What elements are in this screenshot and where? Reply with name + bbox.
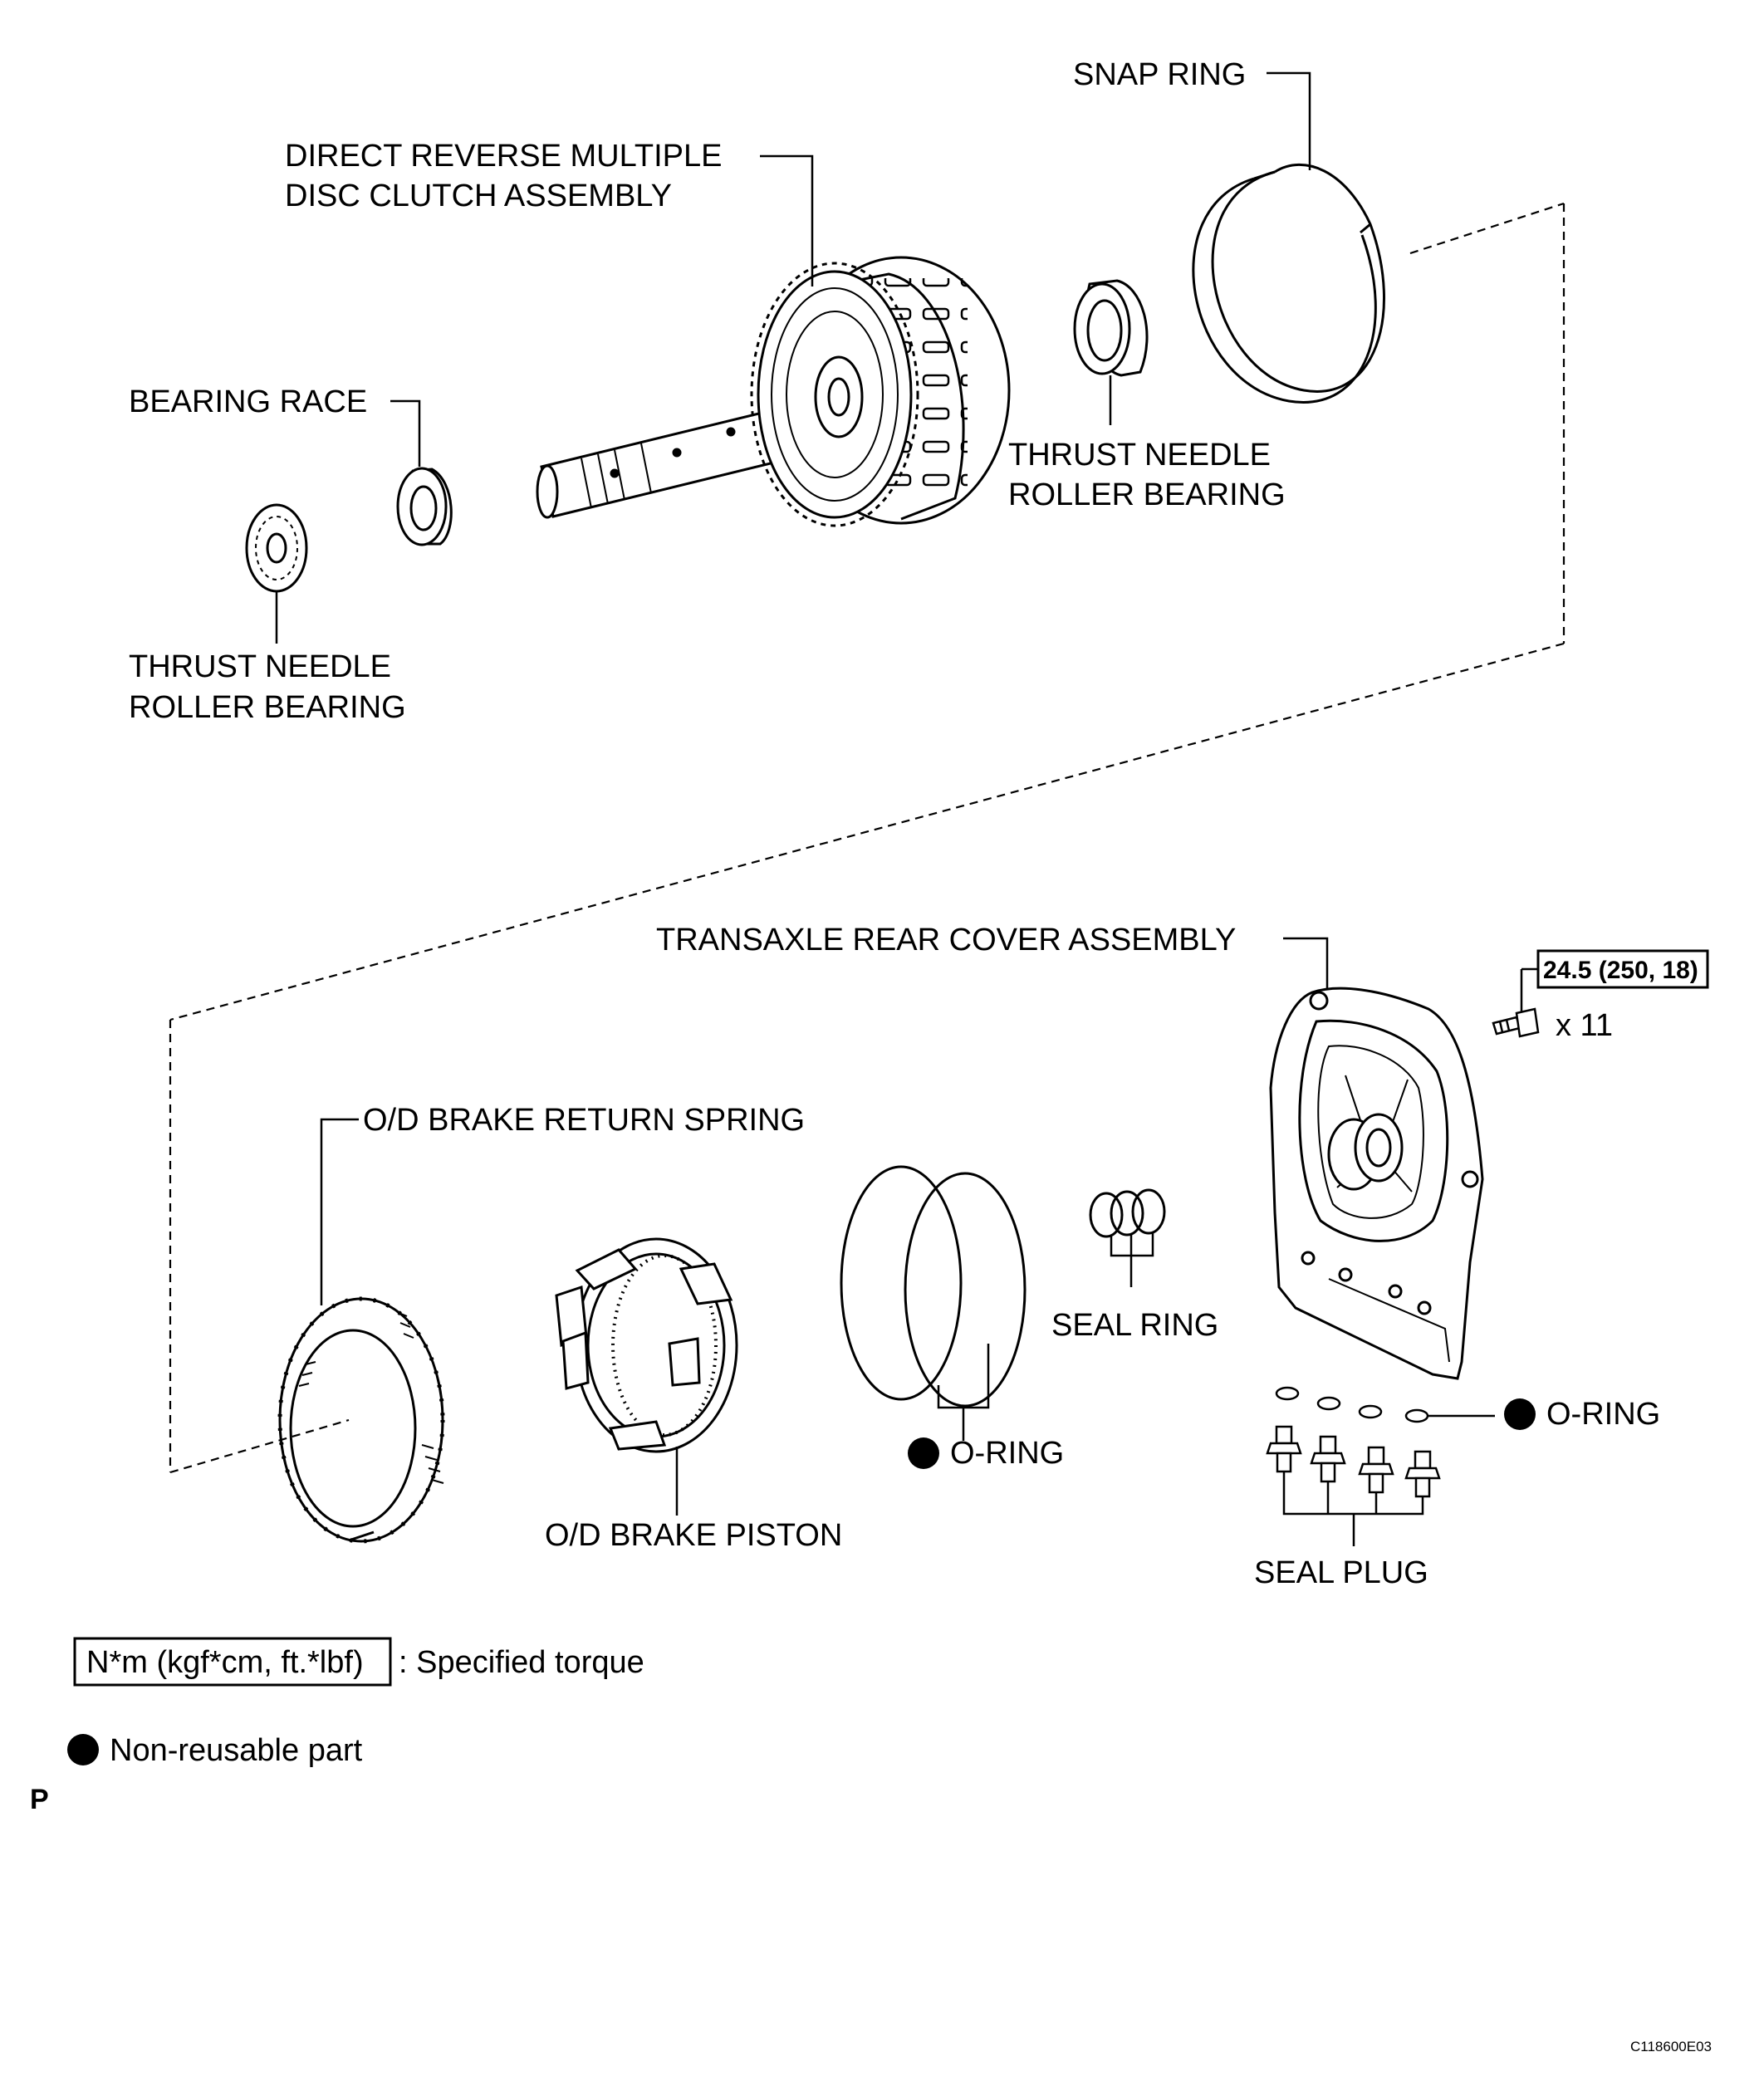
direct-reverse-clutch-assembly	[536, 256, 1011, 527]
label-tnrb-left-1: THRUST NEEDLE	[129, 649, 391, 684]
leader-clutch-assembly	[760, 154, 814, 286]
leader-return-spring	[320, 1118, 359, 1305]
label-tnrb-left-2: ROLLER BEARING	[129, 690, 406, 725]
alignment-dashed-frame	[169, 202, 1566, 1474]
legend-non-reusable: Non-reusable part	[110, 1733, 363, 1768]
label-return-spring: O/D BRAKE RETURN SPRING	[363, 1103, 805, 1138]
footer-p-mark: P	[30, 1784, 49, 1815]
label-o-ring-mid: O-RING	[950, 1436, 1064, 1471]
label-bearing-race: BEARING RACE	[129, 384, 367, 419]
label-tnrb-right-1: THRUST NEEDLE	[1008, 438, 1271, 473]
small-o-rings	[1275, 1386, 1429, 1423]
seal-plugs	[1266, 1425, 1441, 1498]
od-brake-return-spring	[277, 1296, 445, 1544]
leader-seal-plug	[1282, 1472, 1424, 1546]
label-clutch-line1: DIRECT REVERSE MULTIPLE	[285, 139, 723, 174]
leader-bearing-race	[390, 399, 421, 467]
thrust-bearing-ring	[1073, 279, 1149, 377]
snap-ring	[1192, 164, 1386, 404]
torque-callout-value: 24.5 (250, 18)	[1543, 957, 1698, 984]
seal-rings	[1089, 1188, 1166, 1238]
thrust-needle-roller-bearing	[245, 503, 308, 593]
legend-torque-units: N*m (kgf*cm, ft.*lbf)	[86, 1645, 364, 1680]
leader-rear-cover	[1283, 937, 1329, 988]
legend-torque-box	[73, 1637, 392, 1687]
label-snap-ring: SNAP RING	[1073, 57, 1246, 92]
label-rear-cover: TRANSAXLE REAR COVER ASSEMBLY	[656, 923, 1236, 957]
label-clutch-line2: DISC CLUTCH ASSEMBLY	[285, 179, 672, 213]
leader-snap-ring	[1267, 71, 1311, 170]
label-seal-plug: SEAL PLUG	[1254, 1555, 1428, 1590]
torque-callout-box	[1536, 949, 1709, 989]
non-reusable-mark-o-ring-mid	[908, 1437, 939, 1469]
legend-torque-description: : Specified torque	[399, 1645, 644, 1680]
label-seal-ring: SEAL RING	[1051, 1308, 1218, 1343]
legend-non-reusable-mark	[67, 1734, 99, 1765]
label-tnrb-right-2: ROLLER BEARING	[1008, 477, 1286, 512]
footer-figure-code: C118600E03	[1630, 2039, 1712, 2054]
label-brake-piston: O/D BRAKE PISTON	[545, 1518, 842, 1553]
label-o-ring-right: O-RING	[1546, 1397, 1660, 1432]
bolt-quantity: x 11	[1556, 1008, 1613, 1043]
bearing-race	[396, 467, 453, 546]
bolt-icon	[1492, 1007, 1540, 1038]
transaxle-rear-cover-assembly	[1269, 987, 1484, 1380]
od-brake-piston	[555, 1237, 738, 1453]
leader-o-ring-mid	[937, 1344, 990, 1409]
non-reusable-mark-o-ring-right	[1504, 1398, 1536, 1430]
o-ring-pair	[840, 1165, 1027, 1408]
